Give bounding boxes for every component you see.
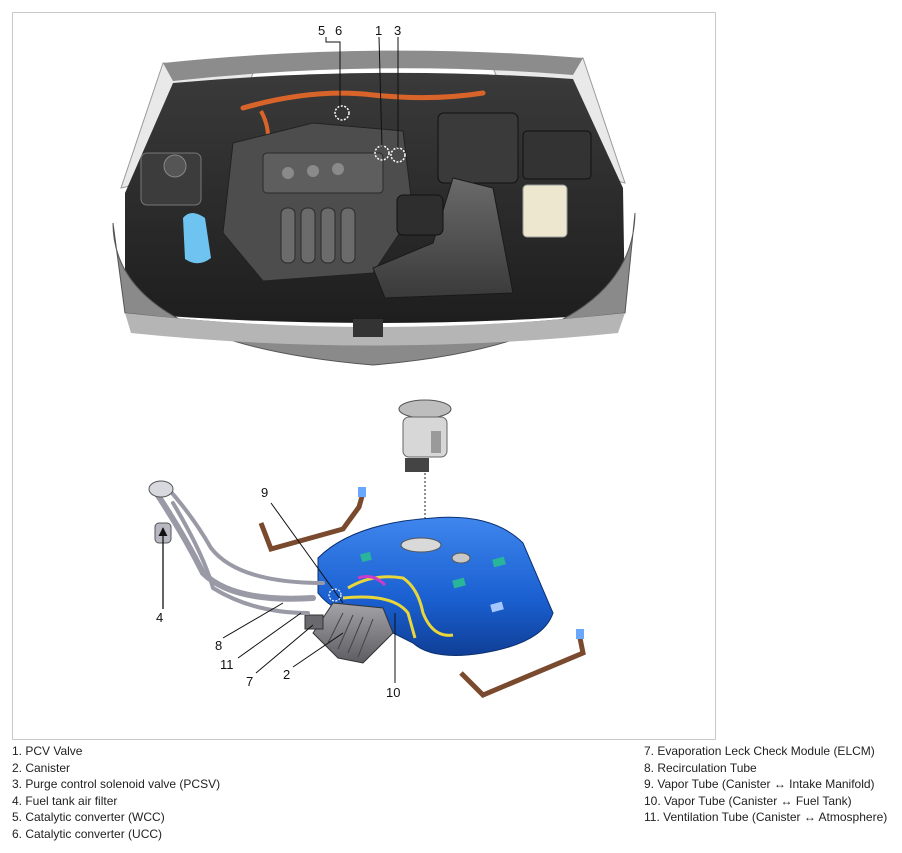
callout-6: 6 bbox=[335, 23, 342, 38]
legend-item: 4. Fuel tank air filter bbox=[12, 793, 118, 808]
battery bbox=[522, 130, 592, 180]
legend-item: 10. Vapor Tube (Canister ↔ Fuel Tank) bbox=[644, 793, 852, 808]
leader-2 bbox=[292, 632, 344, 668]
engine-bay-photo bbox=[112, 36, 636, 366]
leader-9 bbox=[270, 502, 344, 604]
evap-system-diagram: 5 6 1 3 9 4 8 11 7 2 10 bbox=[112, 23, 636, 700]
tank-pads bbox=[360, 551, 506, 613]
leader-5-6 bbox=[325, 37, 341, 108]
air-cleaner bbox=[437, 112, 519, 184]
legend-item: 6. Catalytic converter (UCC) bbox=[12, 826, 163, 841]
callout-3: 3 bbox=[394, 23, 401, 38]
fuel-pump-module bbox=[398, 399, 452, 472]
legend-item: 9. Vapor Tube (Canister ↔ Intake Manifol… bbox=[644, 777, 875, 792]
elcm-lines bbox=[357, 575, 387, 587]
leader-11 bbox=[237, 612, 302, 659]
pump-flange bbox=[400, 537, 442, 553]
callout-2: 2 bbox=[283, 667, 290, 682]
legend-item: 1. PCV Valve bbox=[12, 744, 83, 758]
legend-item: 2. Canister bbox=[12, 760, 71, 775]
leader-7 bbox=[255, 624, 314, 674]
callout-11: 11 bbox=[220, 657, 234, 672]
callout-9: 9 bbox=[261, 485, 268, 500]
callout-5: 5 bbox=[318, 23, 325, 38]
leader-8 bbox=[222, 602, 284, 639]
canister bbox=[304, 602, 394, 664]
legend-right: 7. Evaporation Leck Check Module (ELCM) … bbox=[644, 743, 887, 826]
brake-fluid-reservoir bbox=[522, 184, 568, 238]
legend-left: 1. PCV Valve 2. Canister 3. Purge contro… bbox=[12, 743, 220, 843]
legend-item: 11. Ventilation Tube (Canister ↔ Atmosph… bbox=[644, 810, 888, 825]
callout-4: 4 bbox=[156, 610, 163, 625]
air-intake-duct bbox=[372, 177, 514, 299]
callout-10: 10 bbox=[386, 685, 400, 700]
leader-1 bbox=[378, 36, 383, 148]
legend-item: 7. Evaporation Leck Check Module (ELCM) bbox=[644, 744, 875, 758]
legend-item: 3. Purge control solenoid valve (PCSV) bbox=[12, 777, 221, 792]
callout-1: 1 bbox=[375, 23, 382, 38]
callout-labels: 5 6 1 3 9 4 8 11 7 2 10 bbox=[156, 23, 401, 700]
intake-manifold bbox=[280, 207, 356, 264]
legend-item: 8. Recirculation Tube bbox=[644, 760, 757, 775]
hood-edge bbox=[163, 50, 583, 81]
legend-item: 5. Catalytic converter (WCC) bbox=[12, 810, 165, 825]
filler-cap bbox=[148, 480, 174, 498]
callout-7: 7 bbox=[246, 674, 253, 689]
tank-strap-front bbox=[258, 492, 366, 553]
orange-hose bbox=[240, 90, 486, 111]
callout-8: 8 bbox=[215, 638, 222, 653]
ucc-marker bbox=[334, 105, 350, 121]
washer-tank bbox=[183, 213, 211, 264]
diagram-frame: 5 6 1 3 9 4 8 11 7 2 10 bbox=[12, 12, 716, 740]
tank-strap-rear bbox=[459, 632, 586, 698]
fuel-system-illustration bbox=[148, 399, 586, 698]
filler-neck-assembly bbox=[152, 481, 325, 615]
